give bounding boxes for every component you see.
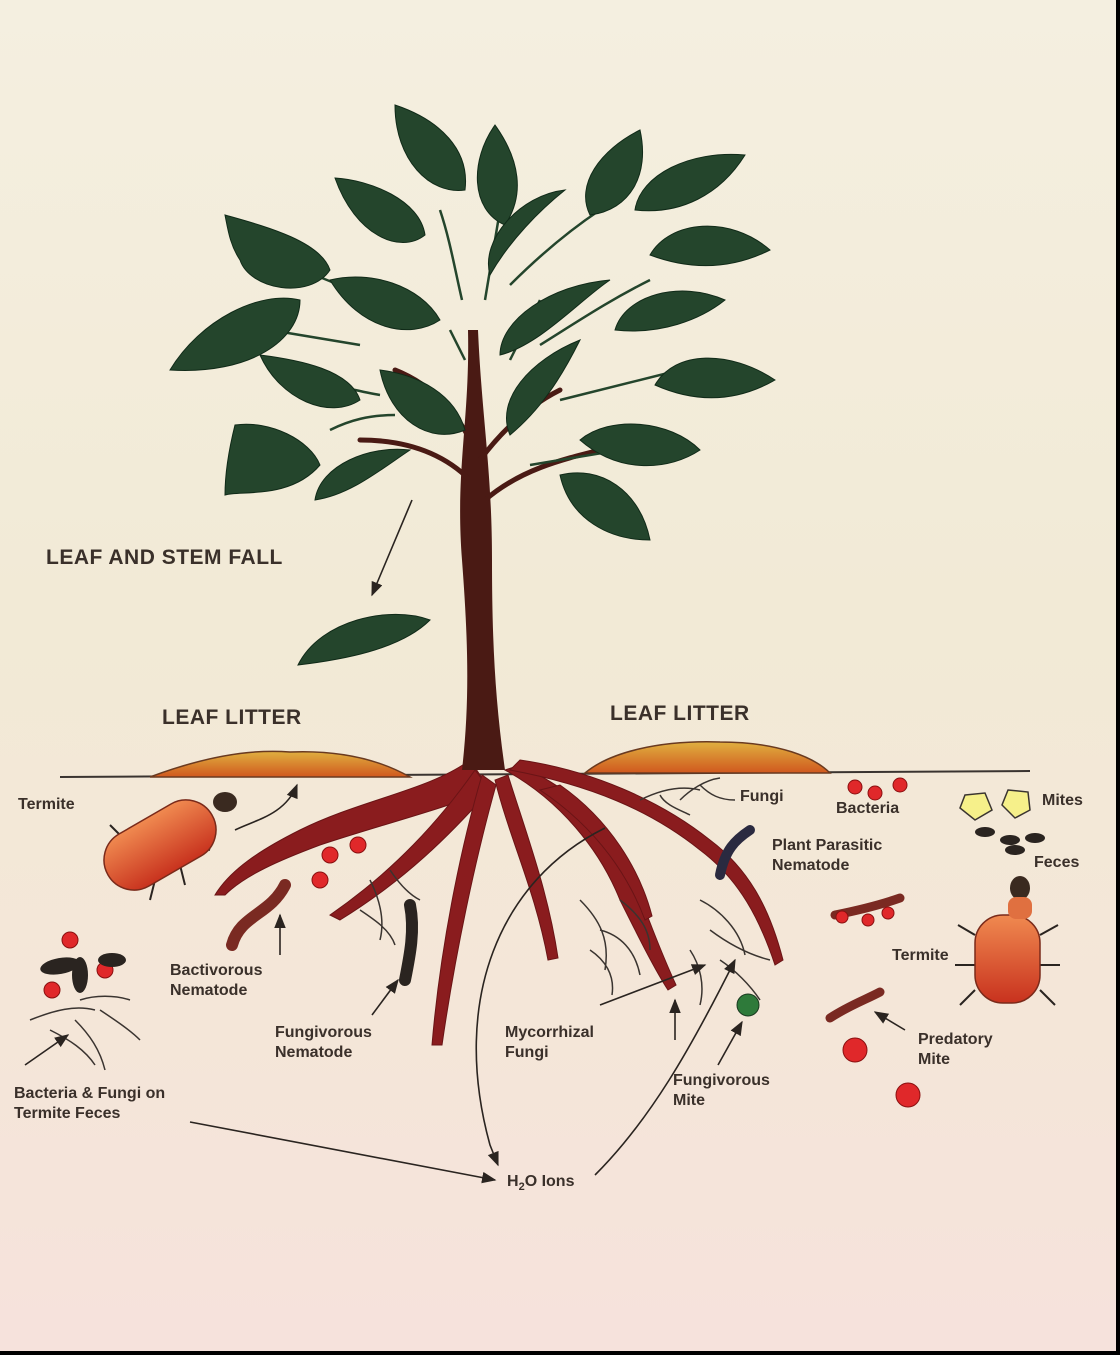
label-line: Nematode	[170, 981, 262, 1001]
h2o-rest: O Ions	[525, 1173, 575, 1190]
leaf-and-stem-fall-label: LEAF AND STEM FALL	[46, 546, 283, 570]
mycorrhizal-fungi-label: Mycorrhizal Fungi	[505, 1023, 594, 1063]
bacteria-fungi-termite-feces-label: Bacteria & Fungi on Termite Feces	[14, 1084, 165, 1124]
mites-label: Mites	[1042, 791, 1083, 811]
label-line: Predatory	[918, 1030, 993, 1050]
fungivorous-mite-figure	[737, 994, 759, 1016]
plant-parasitic-nematode-label: Plant Parasitic Nematode	[772, 836, 882, 876]
feces-pellets	[975, 827, 1045, 855]
roots	[215, 760, 783, 1045]
mites-figures	[960, 790, 1030, 820]
predatory-mite-label: Predatory Mite	[918, 1030, 993, 1070]
label-line: Mite	[918, 1050, 993, 1070]
trunk	[460, 330, 505, 770]
label-line: Plant Parasitic	[772, 836, 882, 856]
label-line: Fungi	[505, 1043, 594, 1063]
feces-label: Feces	[1034, 853, 1079, 873]
leaf-litter-mound-left	[150, 751, 410, 777]
termite-left-figure	[93, 789, 237, 901]
label-line: Nematode	[275, 1043, 372, 1063]
fungivorous-mite-label: Fungivorous Mite	[673, 1071, 770, 1111]
fungi-label: Fungi	[740, 787, 784, 807]
bacteria-label: Bacteria	[836, 799, 899, 819]
label-line: Mite	[673, 1091, 770, 1111]
fungivorous-nematode-label: Fungivorous Nematode	[275, 1023, 372, 1063]
termite-left-label: Termite	[18, 795, 75, 815]
bactivorous-nematode-label: Bactivorous Nematode	[170, 961, 262, 1001]
label-line: Bacteria & Fungi on	[14, 1084, 165, 1104]
label-line: Bactivorous	[170, 961, 262, 981]
label-line: Mycorrhizal	[505, 1023, 594, 1043]
label-line: Nematode	[772, 856, 882, 876]
h2o-ions-label: H2O Ions	[507, 1172, 574, 1197]
label-line: Termite Feces	[14, 1104, 165, 1124]
leaf-litter-right-label: LEAF LITTER	[610, 702, 750, 726]
termite-right-figure	[955, 876, 1060, 1005]
h2o-h: H	[507, 1173, 519, 1190]
leaf-litter-mound-right	[585, 742, 830, 773]
label-line: Fungivorous	[673, 1071, 770, 1091]
termite-right-label: Termite	[892, 946, 949, 966]
label-line: Fungivorous	[275, 1023, 372, 1043]
leaf-litter-left-label: LEAF LITTER	[162, 706, 302, 730]
